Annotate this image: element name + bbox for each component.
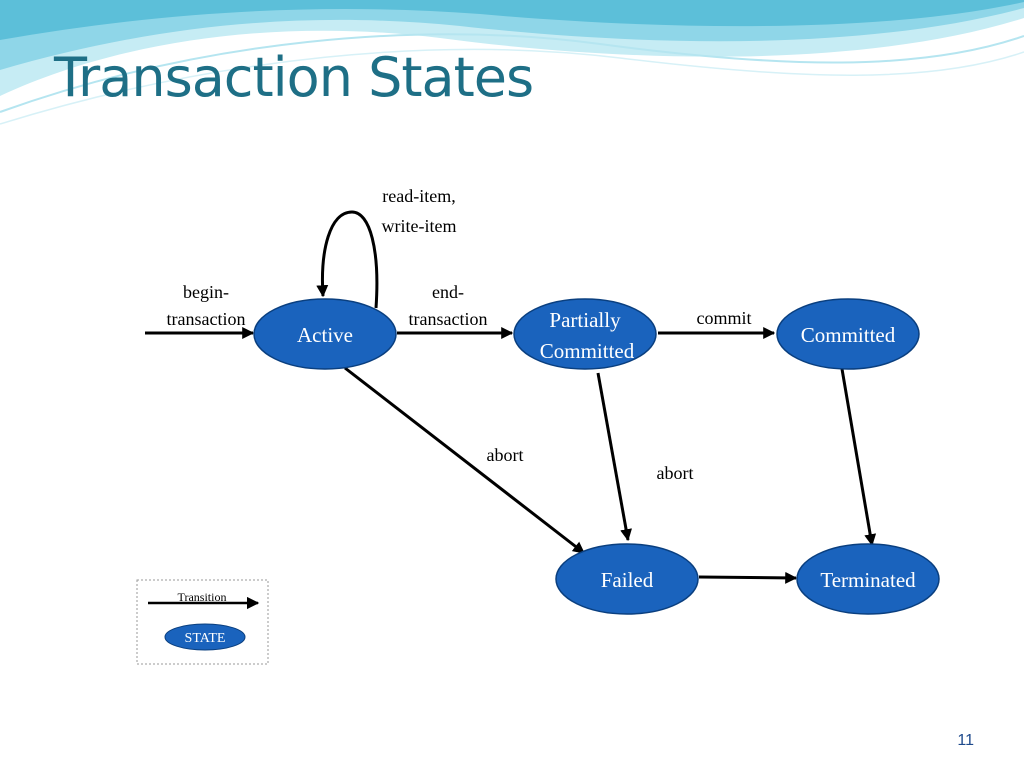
partial-abort-label: abort [657,463,694,483]
state-failed-label: Failed [601,568,654,592]
read-write-loop-arrow [316,210,379,309]
state-partially-committed: Partially Committed [513,298,657,370]
begin-transaction-label-line2: transaction [167,309,246,329]
end-transaction-label-line1: end- [432,282,464,302]
slide-number: 11 [957,732,974,749]
slide-title: Transaction States [54,46,534,109]
active-abort-arrow [344,366,585,555]
read-write-label-line2: write-item [382,216,457,236]
state-partially-committed-line1: Partially [549,308,621,332]
state-partially-committed-line2: Committed [540,339,635,363]
state-active-label: Active [297,323,353,347]
failed-terminated-arrow [698,571,798,584]
legend-state-label: STATE [185,631,226,646]
committed-terminated-arrow [840,368,877,547]
commit-label: commit [697,308,752,328]
state-committed: Committed [776,298,920,370]
legend: Transition STATE [136,579,269,665]
read-write-label-line1: read-item, [382,186,455,206]
partial-abort-arrow [596,372,632,542]
state-committed-label: Committed [801,323,896,347]
state-active: Active [253,298,397,370]
begin-transaction-label-line1: begin- [183,282,229,302]
end-transaction-label-line2: transaction [409,309,488,329]
active-abort-label: abort [487,445,524,465]
state-terminated-label: Terminated [820,568,916,592]
state-failed: Failed [555,543,699,615]
legend-transition-label: Transition [178,590,227,604]
legend-state-ellipse [164,623,246,651]
header-wave-decoration [0,0,1024,125]
state-terminated: Terminated [796,543,940,615]
